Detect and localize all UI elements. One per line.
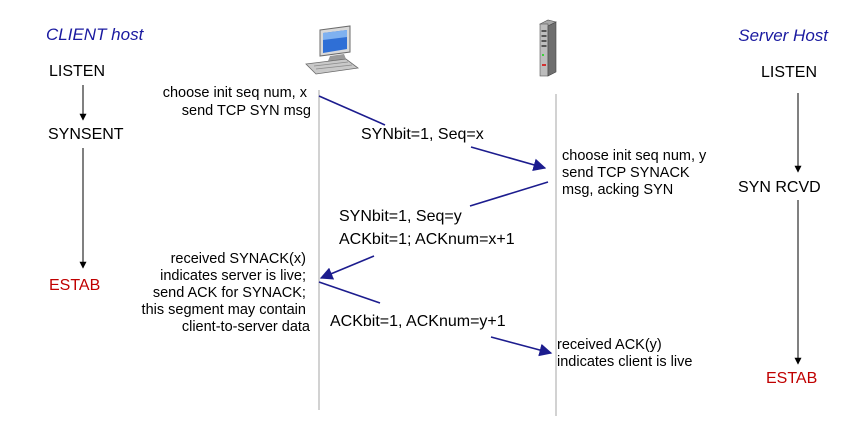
server-synack-note: choose init seq num, y send TCP SYNACK m… — [562, 148, 710, 198]
server-state-listen: LISTEN — [761, 64, 817, 81]
syn-segment-label: SYNbit=1, Seq=x — [361, 126, 484, 143]
ack-segment-arrow — [318, 281, 381, 304]
client-state-synsent: SYNSENT — [48, 126, 124, 143]
synack-segment-label: SYNbit=1, Seq=y ACKbit=1; ACKnum=x+1 — [339, 208, 515, 248]
ack-segment-arrow — [490, 336, 553, 357]
server-host-title: Server Host — [738, 26, 829, 45]
synack-segment-arrow — [319, 255, 375, 280]
client-ack-note: received SYNACK(x) indicates server is l… — [142, 251, 311, 335]
server-state-syn-rcvd: SYN RCVD — [738, 179, 821, 196]
server-tower-icon — [539, 19, 557, 77]
syn-segment-arrow — [470, 146, 547, 172]
syn-segment-arrow — [318, 95, 386, 126]
client-host-title: CLIENT host — [46, 25, 145, 44]
client-state-estab: ESTAB — [49, 277, 100, 294]
server-state-estab: ESTAB — [766, 370, 817, 387]
ack-segment-label: ACKbit=1, ACKnum=y+1 — [330, 313, 506, 330]
computer-icon — [305, 25, 360, 75]
client-state-listen: LISTEN — [49, 63, 105, 80]
server-recv-note: received ACK(y) indicates client is live — [557, 337, 692, 370]
synack-segment-arrow — [469, 181, 549, 207]
client-syn-note: choose init seq num, x send TCP SYN msg — [163, 85, 311, 119]
